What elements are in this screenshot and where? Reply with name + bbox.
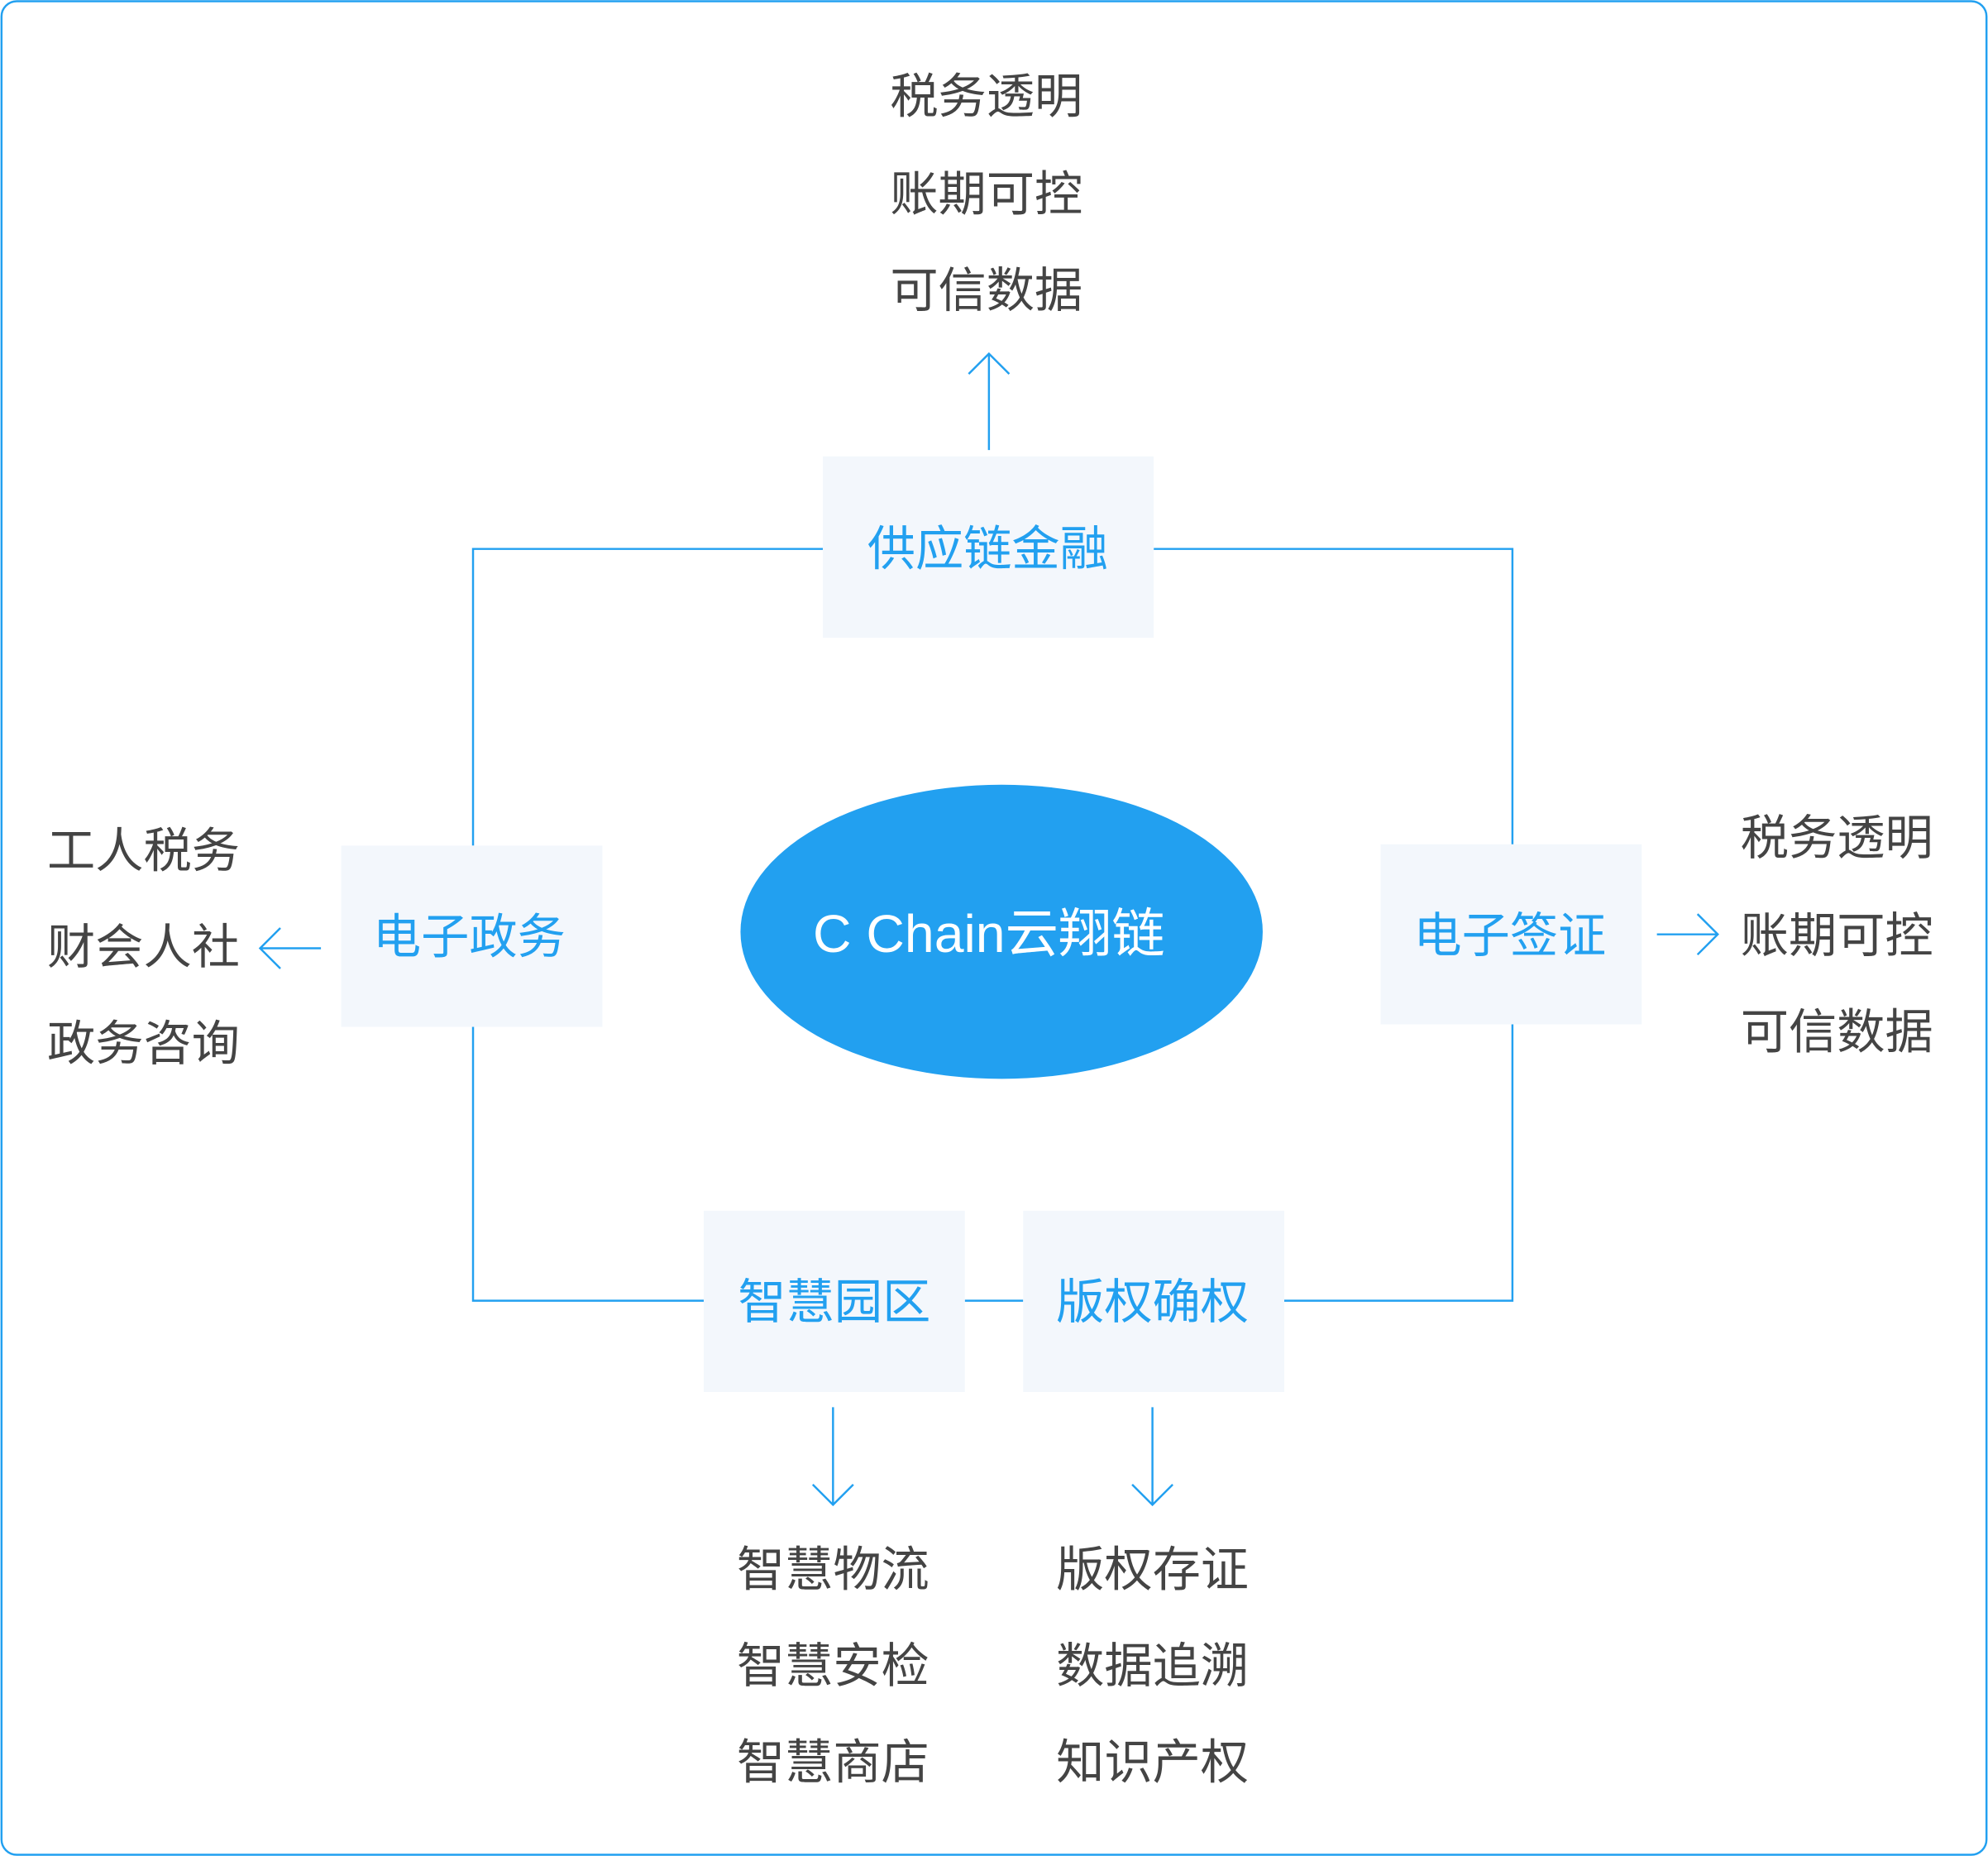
list-item: 财会人社 [47, 921, 240, 974]
list-item: 版权存证 [1056, 1543, 1249, 1597]
node-top: 供应链金融 [823, 456, 1154, 638]
list-item: 智慧安检 [737, 1639, 929, 1693]
list-item: 税务透明 [890, 69, 1082, 123]
connectors [471, 548, 1514, 1302]
connector-top-left [471, 548, 824, 846]
node-top-label: 供应链金融 [867, 523, 1108, 576]
list-item: 工人税务 [47, 824, 240, 878]
core-node: C Chain云翔链 [740, 784, 1263, 1079]
arrow-down-icon [1131, 1407, 1173, 1507]
node-left: 电子政务 [341, 845, 603, 1027]
list-item: 智慧物流 [737, 1543, 929, 1597]
node-right-label: 电子签证 [1413, 909, 1606, 963]
list-item: 智慧商店 [737, 1736, 929, 1790]
connector-left-bottom [471, 1026, 704, 1302]
bottom-left-items: 智慧物流 智慧安检 智慧商店 [737, 1543, 929, 1790]
list-item: 知识产权 [1056, 1736, 1249, 1790]
list-item: 税务透明 [1741, 811, 1933, 865]
node-bottom-left: 智慧园区 [703, 1210, 965, 1392]
arrow-right-icon [1656, 913, 1719, 956]
list-item: 可信数据 [1741, 1006, 1933, 1060]
core-label: C Chain云翔链 [813, 904, 1165, 964]
bottom-right-items: 版权存证 数据追溯 知识产权 [1056, 1543, 1249, 1790]
top-items: 税务透明 账期可控 可信数据 [890, 69, 1082, 318]
arrow-down-icon [811, 1407, 854, 1507]
node-bottom-right-label: 版权确权 [1056, 1275, 1249, 1329]
left-items: 工人税务 财会人社 政务咨询 [47, 824, 240, 1070]
connector-top-right [1154, 548, 1514, 844]
list-item: 数据追溯 [1056, 1639, 1249, 1693]
list-item: 政务咨询 [47, 1016, 240, 1070]
list-item: 账期可控 [1741, 909, 1933, 963]
node-right: 电子签证 [1380, 844, 1642, 1025]
right-items: 税务透明 账期可控 可信数据 [1741, 811, 1933, 1060]
node-bottom-right: 版权确权 [1023, 1210, 1285, 1392]
node-left-label: 电子政务 [373, 911, 566, 964]
connector-right-bottom [1284, 1024, 1514, 1302]
node-bottom-left-label: 智慧园区 [738, 1275, 930, 1329]
list-item: 账期可控 [890, 167, 1082, 221]
arrow-up-icon [968, 352, 1011, 451]
list-item: 可信数据 [890, 264, 1082, 318]
arrow-left-icon [258, 927, 322, 969]
